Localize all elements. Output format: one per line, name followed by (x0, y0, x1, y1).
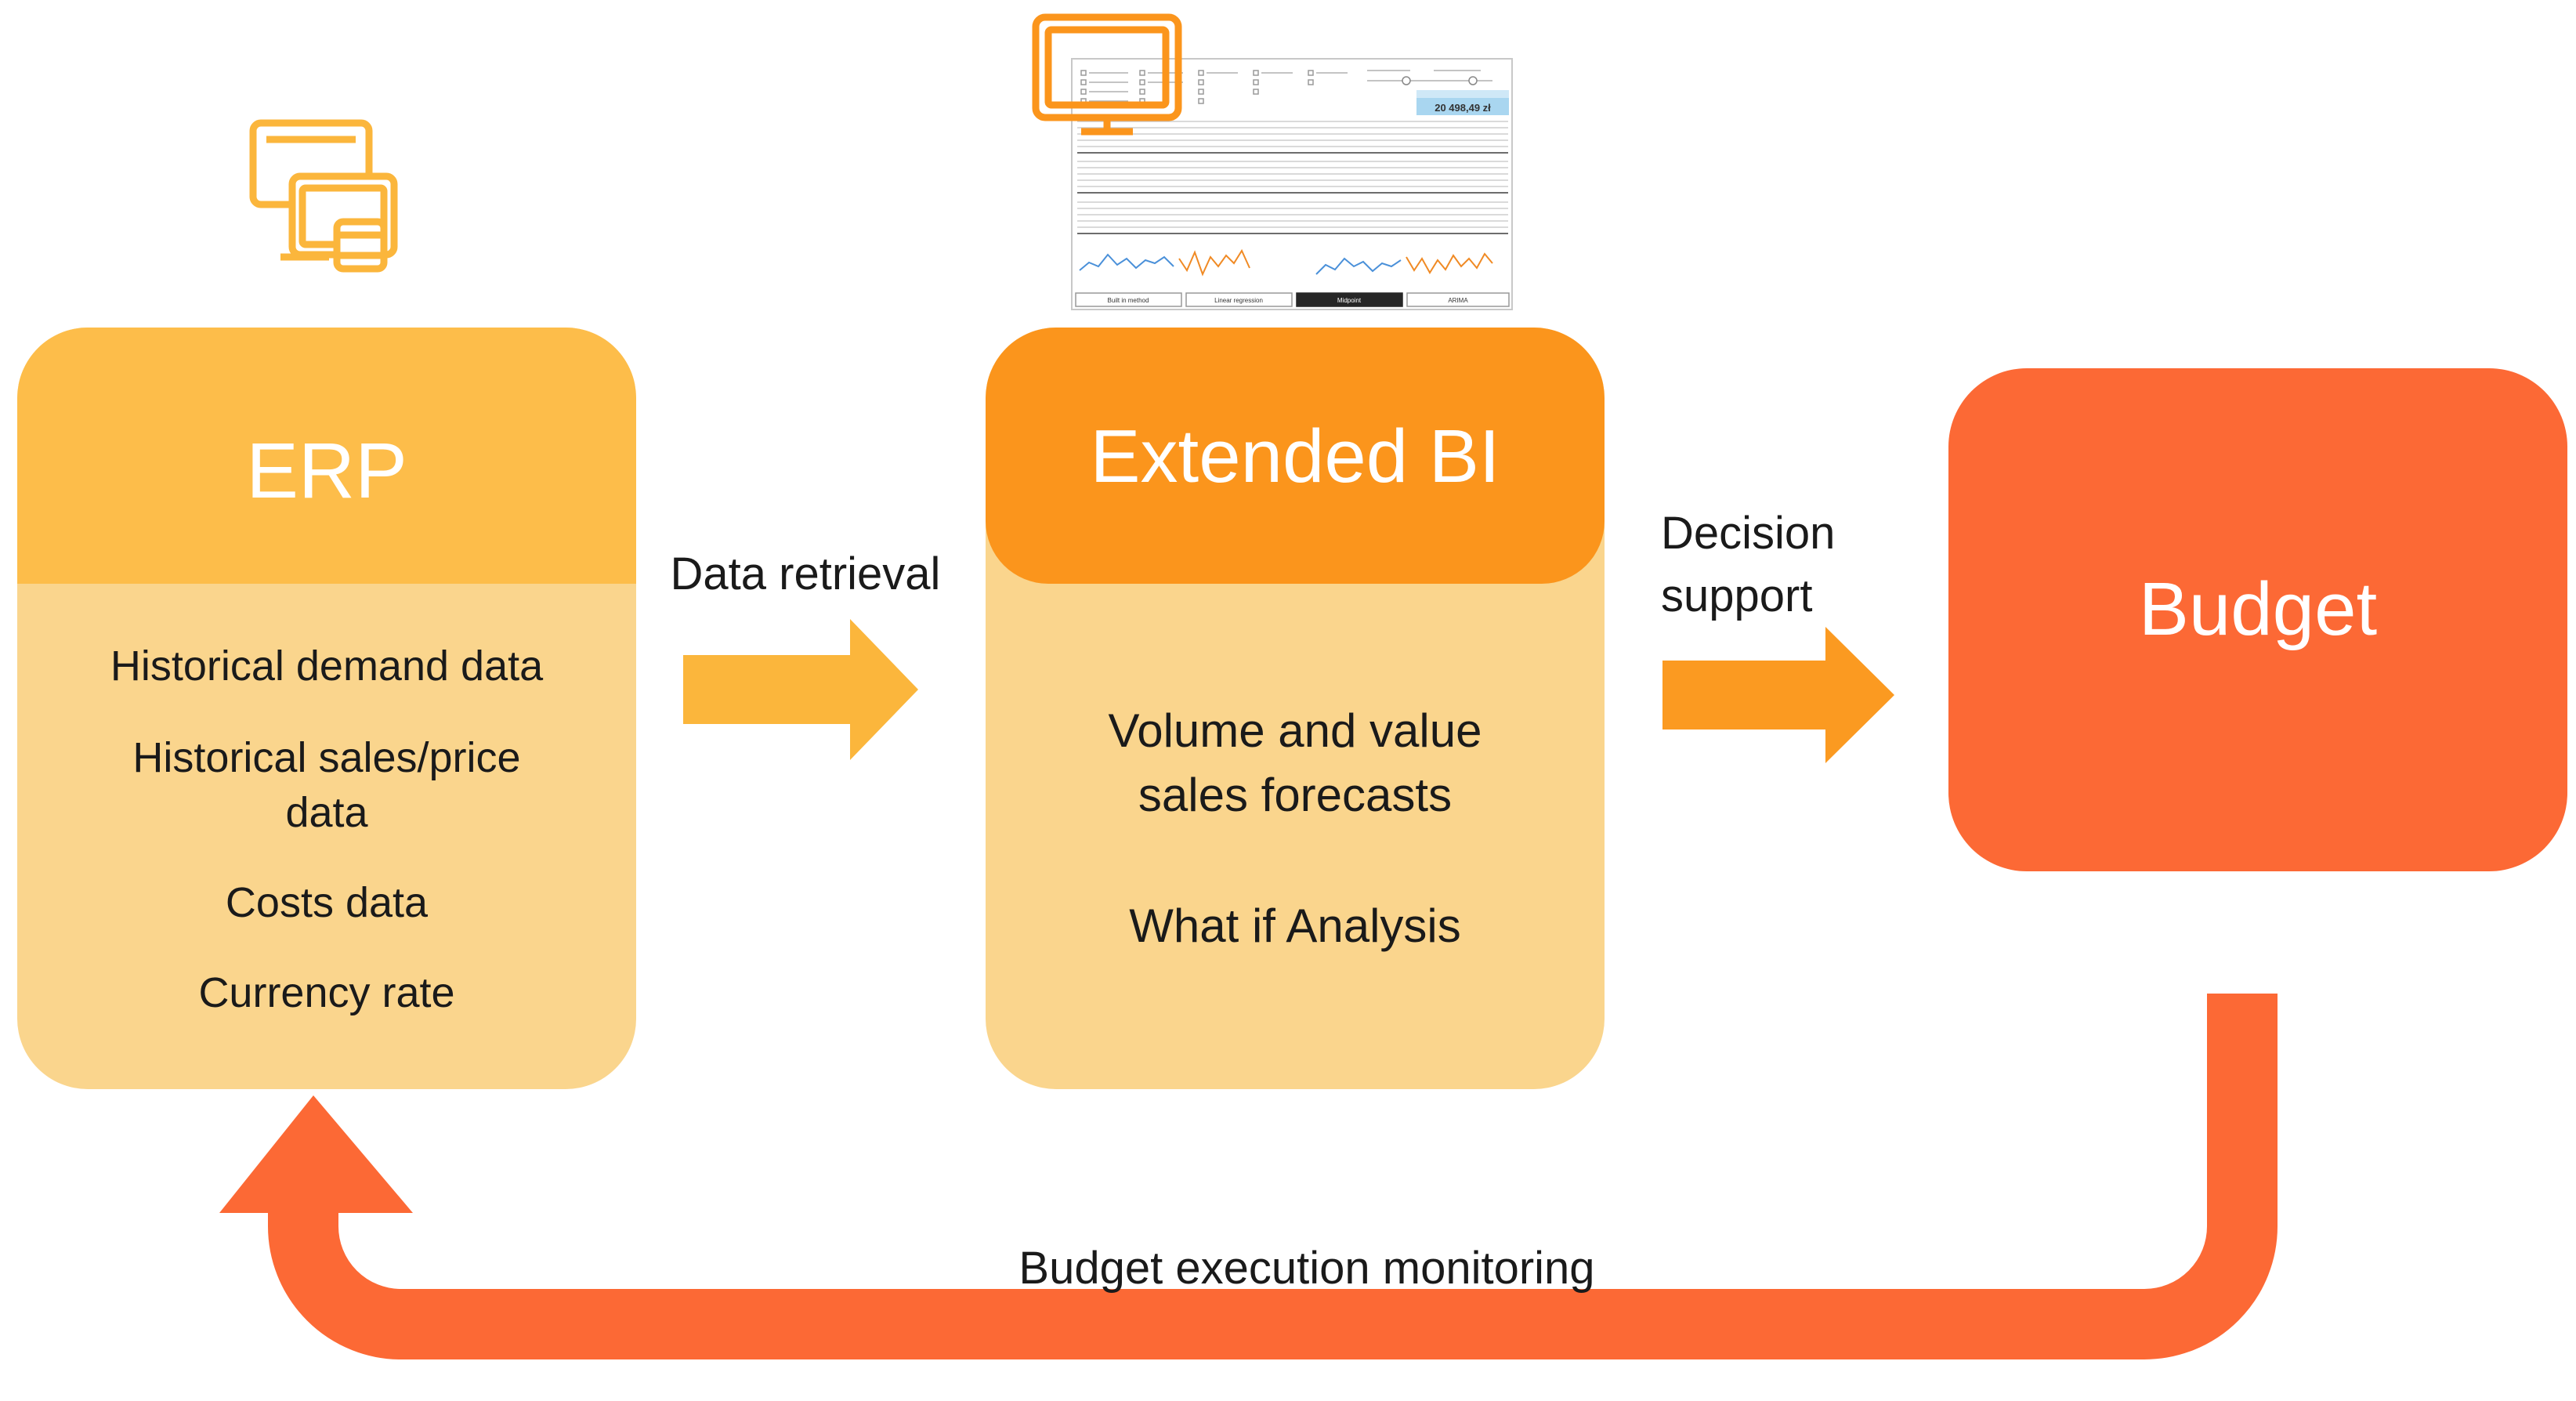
bi-item: Volume and value (1108, 704, 1482, 757)
erp-box-header (17, 328, 636, 584)
data-retrieval-label: Data retrieval (671, 548, 941, 599)
decision-support-label: support (1661, 570, 1812, 621)
erp-item: Costs data (226, 879, 429, 926)
method-button-label: Midpoint (1337, 297, 1362, 304)
monitor-icon (1032, 13, 1182, 136)
method-button-label: Built in method (1108, 297, 1149, 304)
method-button-label: Linear regression (1214, 297, 1263, 304)
method-button[interactable] (1185, 292, 1293, 307)
bi-item: sales forecasts (1138, 769, 1452, 821)
budget-box-shape (1948, 368, 2567, 871)
kpi-value: 20 498,49 zł (1435, 102, 1491, 114)
kpi-card (1416, 98, 1509, 115)
method-button[interactable] (1075, 292, 1182, 307)
decision-support-label: Decision (1661, 508, 1835, 559)
erp-item: data (285, 789, 368, 836)
bi-title: Extended BI (1090, 415, 1500, 498)
data-retrieval-arrow (683, 619, 918, 760)
erp-item: Currency rate (198, 969, 454, 1016)
budget-box: Budget (1948, 368, 2567, 871)
method-button-label: ARIMA (1448, 297, 1468, 304)
method-button-selected[interactable] (1296, 292, 1403, 307)
erp-title: ERP (246, 427, 407, 515)
monitoring-loop-arrow (219, 994, 2278, 1359)
budget-title: Budget (2139, 567, 2377, 651)
report-thumbnail: 20 498,49 zł Built in method (1071, 58, 1513, 310)
erp-item: Historical sales/price (132, 734, 520, 781)
erp-box: ERP Historical demand data Historical sa… (17, 328, 636, 1089)
erp-item: Historical demand data (110, 643, 544, 690)
extended-bi-box: Extended BI Volume and value sales forec… (986, 328, 1605, 1089)
decision-support-arrow (1662, 627, 1894, 763)
bi-item: What if Analysis (1129, 900, 1461, 952)
bi-box-header (986, 328, 1605, 584)
devices-icon (249, 119, 398, 273)
monitoring-label: Budget execution monitoring (1018, 1243, 1594, 1294)
method-button[interactable] (1406, 292, 1510, 307)
